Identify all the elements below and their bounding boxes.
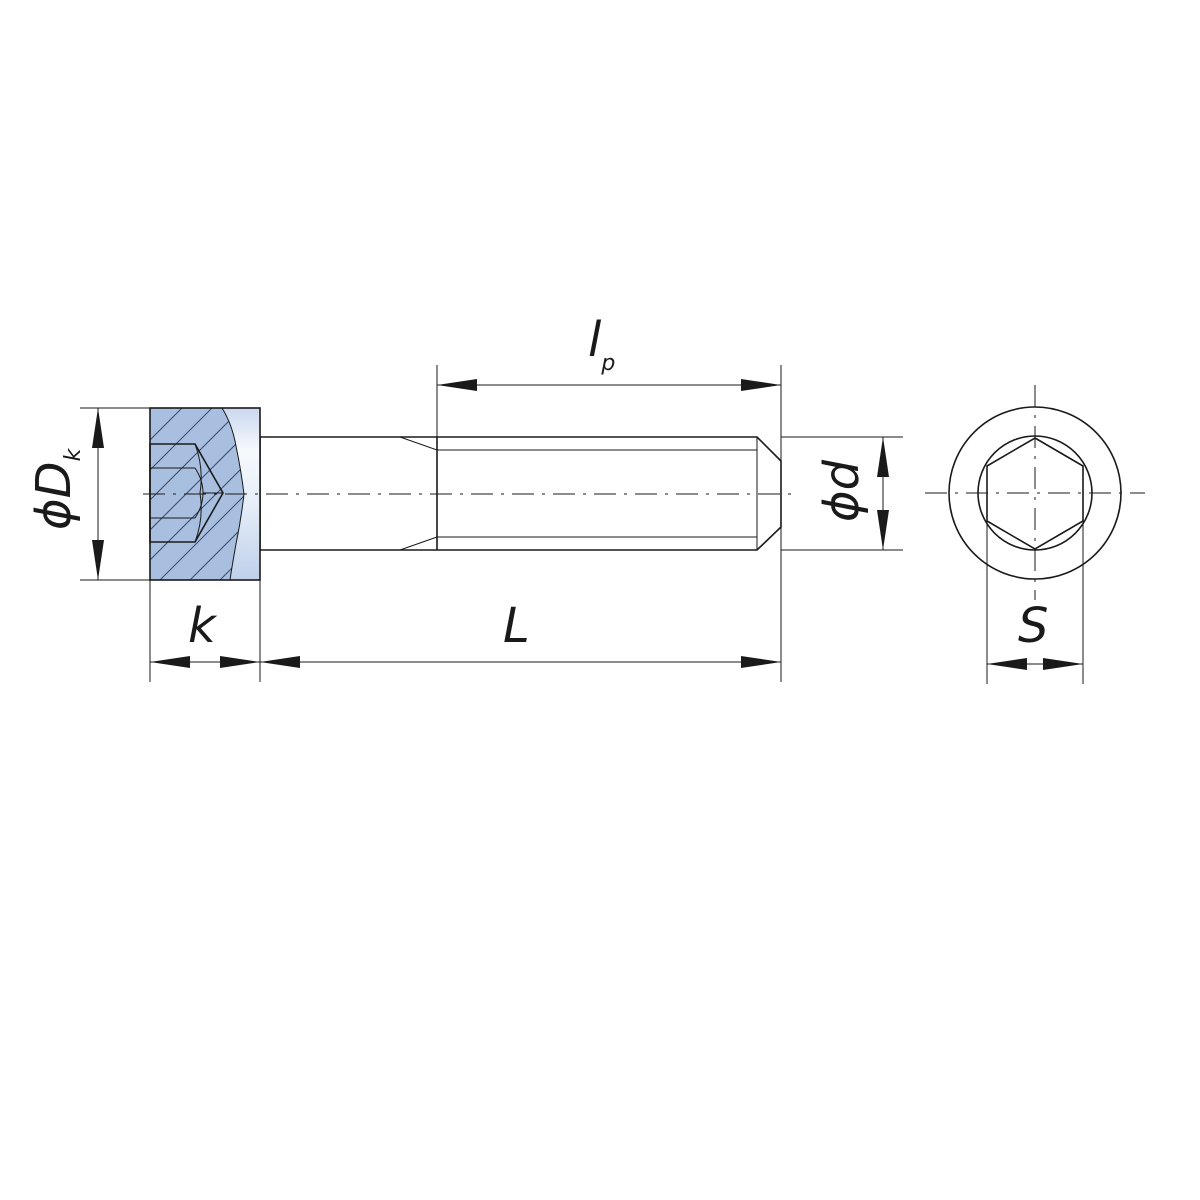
length-label: L bbox=[503, 598, 530, 654]
socket-circle bbox=[977, 435, 1093, 551]
svg-text:lp: lp bbox=[588, 312, 615, 376]
diameter-head-subscript: k bbox=[61, 447, 86, 461]
dimension-diameter-head: ϕDk bbox=[26, 407, 150, 581]
thread-length-symbol: l bbox=[588, 312, 602, 368]
diameter-thread-label: ϕd bbox=[814, 459, 870, 522]
diameter-head-symbol: ϕD bbox=[26, 461, 82, 530]
end-view bbox=[925, 385, 1145, 600]
head-height-label: k bbox=[188, 598, 218, 654]
screw-head bbox=[149, 407, 261, 581]
dimension-length: L bbox=[260, 527, 782, 682]
svg-text:ϕDk: ϕDk bbox=[26, 447, 86, 530]
side-view bbox=[143, 407, 795, 581]
thread-length-subscript: p bbox=[600, 351, 615, 376]
dimension-head-height: k bbox=[149, 550, 261, 682]
dimension-thread-length: lp bbox=[436, 312, 782, 461]
socket-size-label: S bbox=[1018, 598, 1048, 654]
dimension-socket-size: S bbox=[986, 521, 1084, 684]
dimension-diameter-thread: ϕd bbox=[781, 436, 903, 551]
